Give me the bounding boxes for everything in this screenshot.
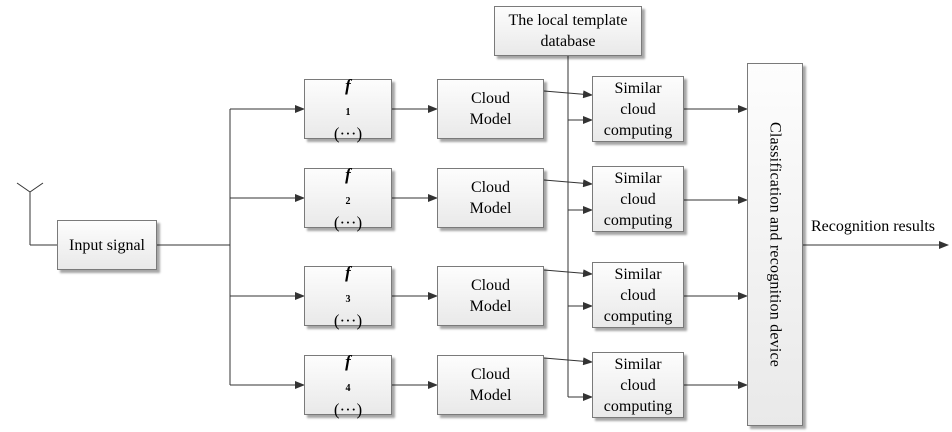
cloud-model-label: Cloud Model bbox=[469, 366, 512, 404]
input-signal-box: Input signal bbox=[57, 220, 157, 270]
func-letter: f bbox=[345, 351, 351, 371]
func-index: 1 bbox=[345, 106, 351, 118]
func-letter: f bbox=[345, 75, 351, 95]
input-signal-label: Input signal bbox=[69, 236, 145, 254]
func-args: (···) bbox=[333, 212, 363, 232]
classification-device-label: Classification and recognition device bbox=[766, 121, 784, 368]
feature-function-box-3: f 3 (···) bbox=[304, 263, 392, 330]
func-index: 3 bbox=[345, 293, 351, 305]
antenna-icon bbox=[16, 182, 57, 246]
func-index: 2 bbox=[345, 195, 351, 207]
template-database-label: The local template database bbox=[508, 12, 628, 50]
similar-cloud-box-4: Similar cloud computing bbox=[592, 352, 684, 418]
similar-cloud-label: Similar cloud computing bbox=[603, 355, 673, 415]
func-args: (···) bbox=[333, 123, 363, 143]
func-letter: f bbox=[345, 164, 351, 184]
func-args: (···) bbox=[333, 310, 363, 330]
func-args: (···) bbox=[333, 399, 363, 419]
cloud-model-box-2: Cloud Model bbox=[437, 168, 544, 228]
cloud-model-box-3: Cloud Model bbox=[437, 266, 544, 326]
similar-cloud-box-2: Similar cloud computing bbox=[592, 166, 684, 232]
cloud-model-label: Cloud Model bbox=[469, 277, 512, 315]
feature-function-box-1: f 1 (···) bbox=[304, 76, 392, 143]
func-letter: f bbox=[345, 262, 351, 282]
cloud-model-label: Cloud Model bbox=[469, 179, 512, 217]
template-database-box: The local template database bbox=[494, 6, 642, 56]
recognition-results-label: Recognition results bbox=[811, 218, 935, 235]
cloud-model-label: Cloud Model bbox=[469, 90, 512, 128]
feature-function-box-2: f 2 (···) bbox=[304, 165, 392, 232]
cloud-model-box-4: Cloud Model bbox=[437, 355, 544, 415]
func-index: 4 bbox=[345, 382, 351, 394]
similar-cloud-label: Similar cloud computing bbox=[603, 79, 673, 139]
similar-cloud-label: Similar cloud computing bbox=[603, 265, 673, 325]
similar-cloud-box-3: Similar cloud computing bbox=[592, 262, 684, 328]
classification-device-box: Classification and recognition device bbox=[747, 63, 803, 426]
similar-cloud-box-1: Similar cloud computing bbox=[592, 76, 684, 142]
similar-cloud-label: Similar cloud computing bbox=[603, 169, 673, 229]
cloud-model-box-1: Cloud Model bbox=[437, 79, 544, 139]
feature-function-box-4: f 4 (···) bbox=[304, 352, 392, 419]
